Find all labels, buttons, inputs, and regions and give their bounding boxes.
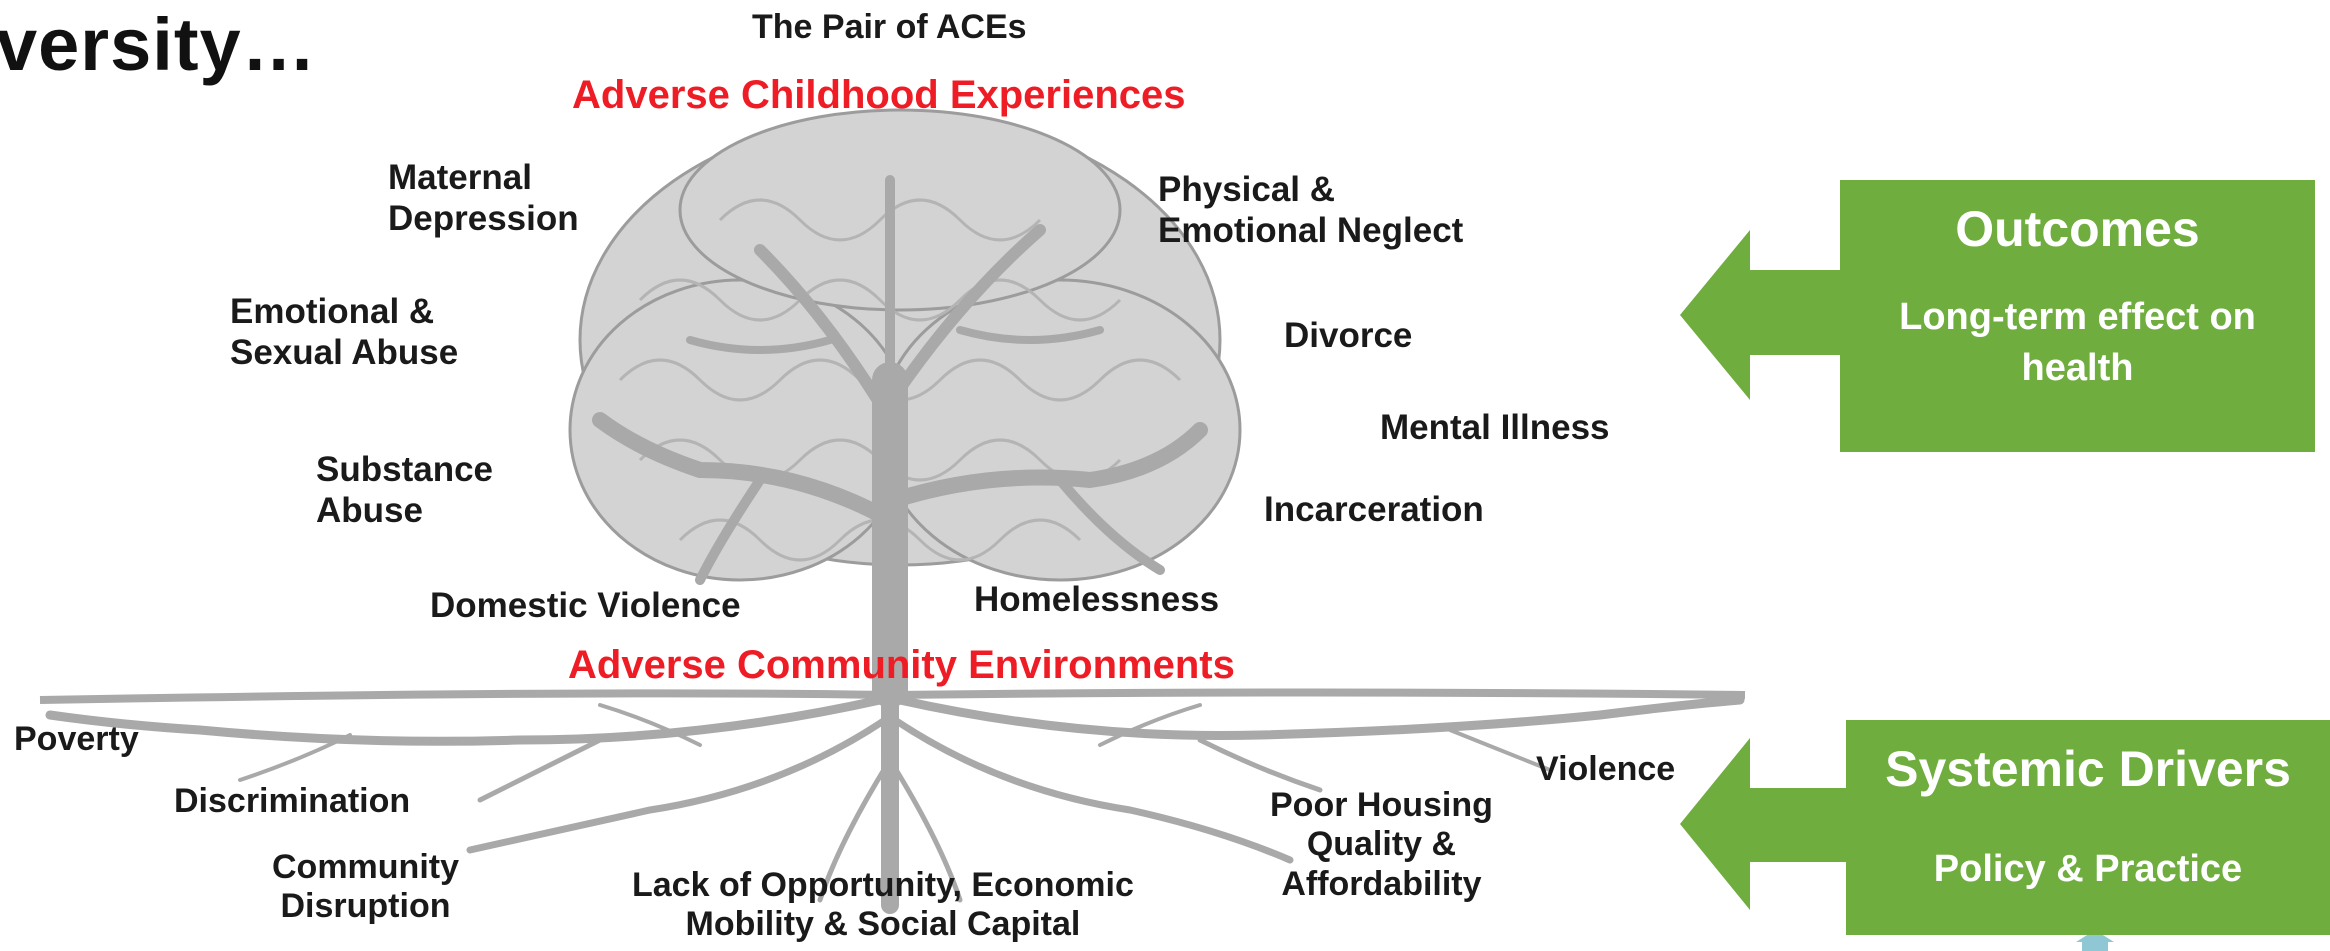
drivers-subtitle: Policy & Practice bbox=[1933, 848, 2243, 890]
domestic-violence-label: Domestic Violence bbox=[430, 586, 741, 625]
substance-abuse-label: Substance Abuse bbox=[316, 450, 493, 530]
community-disruption-label: Community Disruption bbox=[272, 848, 459, 926]
mental-illness-label: Mental Illness bbox=[1380, 408, 1610, 447]
outcomes-subtitle-line2: health bbox=[2021, 347, 2134, 389]
divorce-label: Divorce bbox=[1284, 316, 1413, 355]
tree-trunk-branches bbox=[592, 175, 1208, 708]
poor-housing-label: Poor Housing Quality & Affordability bbox=[1270, 786, 1493, 903]
maternal-depression-label: Maternal Depression bbox=[388, 158, 579, 238]
emotional-sexual-abuse-label: Emotional & Sexual Abuse bbox=[230, 292, 459, 372]
ace-title: Adverse Childhood Experiences bbox=[572, 73, 1186, 117]
small-up-arrow-icon bbox=[2076, 930, 2114, 951]
outcomes-subtitle-line1: Long-term effect on bbox=[1899, 296, 2256, 338]
community-title: Adverse Community Environments bbox=[568, 643, 1235, 687]
discrimination-label: Discrimination bbox=[174, 782, 411, 820]
pair-of-aces-title: The Pair of ACEs bbox=[752, 8, 1027, 46]
page-heading: versity… bbox=[0, 3, 317, 86]
drivers-title: Systemic Drivers bbox=[1885, 741, 2291, 797]
lack-of-opportunity-label: Lack of Opportunity, Economic Mobility &… bbox=[632, 866, 1134, 944]
tree-canopy bbox=[568, 108, 1242, 582]
drivers-arrow-icon bbox=[1680, 738, 1950, 910]
poverty-label: Poverty bbox=[14, 720, 139, 758]
violence-label: Violence bbox=[1536, 750, 1676, 788]
outcomes-box: Outcomes Long-term effect on health bbox=[1840, 180, 2315, 452]
homelessness-label: Homelessness bbox=[974, 580, 1220, 619]
tree-roots bbox=[45, 681, 1745, 914]
systemic-drivers-box: Systemic Drivers Policy & Practice bbox=[1846, 720, 2330, 935]
outcomes-title: Outcomes bbox=[1955, 201, 2200, 257]
incarceration-label: Incarceration bbox=[1264, 490, 1484, 529]
physical-emotional-neglect-label: Physical & Emotional Neglect bbox=[1158, 170, 1464, 250]
